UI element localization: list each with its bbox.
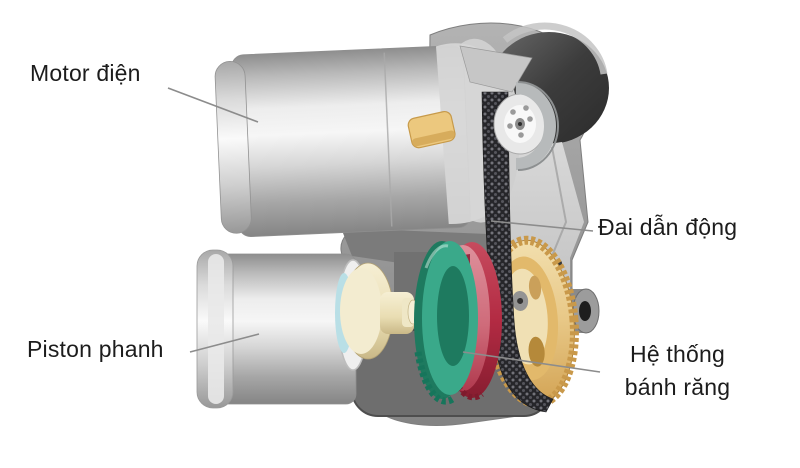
label-motor: Motor điện	[30, 60, 141, 86]
pulley-bracket	[515, 82, 556, 170]
motor-assembly	[214, 38, 520, 238]
label-piston: Piston phanh	[27, 336, 164, 362]
piston-flange-ridge	[208, 254, 224, 404]
housing-pocket-edge	[551, 146, 568, 257]
leader-line-gears	[462, 351, 601, 373]
pulley-hole-4	[510, 109, 516, 115]
green-ring-face	[421, 240, 479, 395]
pulley-bracket-arm	[459, 45, 533, 93]
label-belt: Đai dẫn động	[598, 214, 738, 240]
motor-end-cap	[214, 60, 252, 234]
red-disc-teeth	[449, 372, 484, 401]
tan-gear-pocket-upper	[528, 275, 542, 300]
spindle-disc-face	[340, 268, 382, 354]
green-ring-highlight	[424, 244, 449, 269]
motor-seam-1	[383, 52, 393, 227]
pulley-hole-1	[527, 116, 533, 122]
boss-hole	[579, 301, 591, 321]
pulley-hole-2	[518, 132, 524, 138]
drum-rim-highlight	[502, 22, 608, 75]
tan-gear-hub-hole	[517, 297, 524, 304]
belt-pulley-assembly	[459, 45, 559, 171]
label-gears: Hệ thống bánh răng	[624, 341, 731, 401]
pulley-bracket-edge	[517, 81, 559, 171]
green-ring-teeth	[414, 351, 457, 405]
motor-clip	[407, 110, 456, 149]
green-ring-gear	[414, 240, 479, 405]
leader-line-motor	[167, 87, 259, 123]
leader-line-belt	[490, 220, 594, 232]
piston-assembly	[196, 249, 419, 409]
pulley-hole-3	[507, 123, 513, 129]
leader-line-piston	[189, 333, 260, 353]
tan-gear-pocket-lower	[528, 336, 545, 367]
pulley-center-hole	[518, 122, 522, 126]
pulley-hole-5	[523, 105, 529, 111]
